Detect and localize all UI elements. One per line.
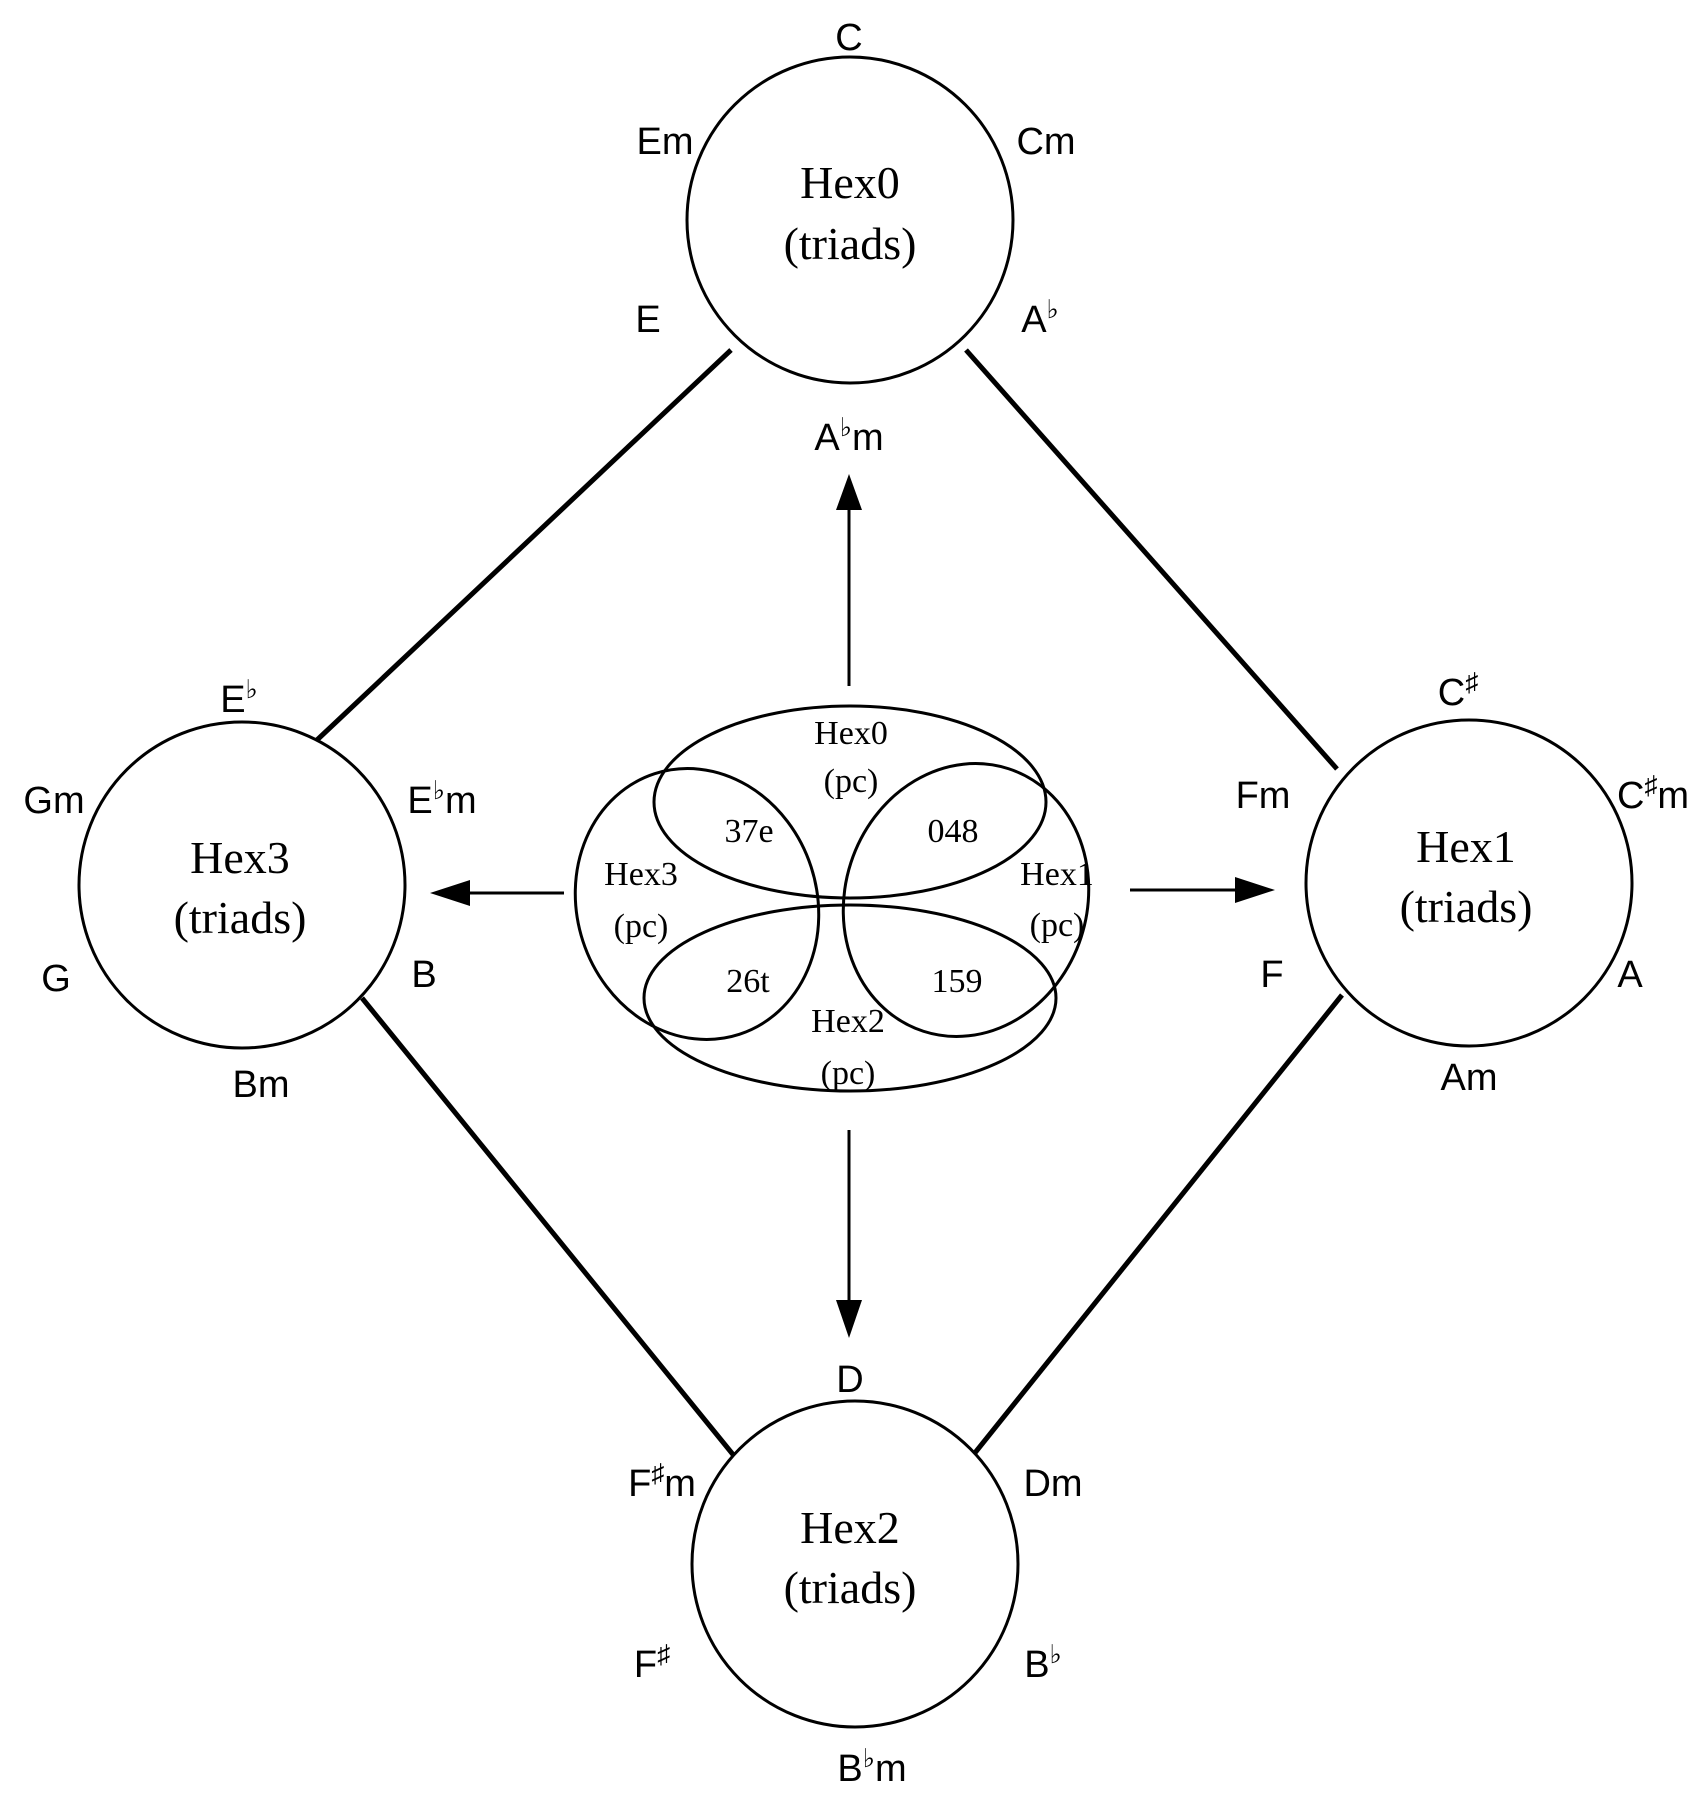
arrow-up (836, 474, 862, 686)
hex3-circle (77, 720, 407, 1050)
hex0-chord-lower-left: E (635, 299, 660, 341)
hex0-pc-ellipse (652, 704, 1048, 900)
hex3-chord-upper-right: E♭m (407, 775, 476, 822)
hex1-triads-node: Hex1 (triads) (1304, 718, 1634, 1048)
hex1-chord-upper-left: Fm (1236, 775, 1291, 817)
hex0-pc-sub: (pc) (824, 763, 879, 800)
hex1-chord-upper-right: C♯m (1617, 770, 1689, 817)
hex3-title: Hex3 (190, 832, 290, 883)
intersection-lower-left: 26t (726, 963, 770, 1000)
hex2-chord-top: D (836, 1359, 863, 1401)
hex0-circle (685, 55, 1015, 385)
hex3-chord-top: E♭ (220, 674, 258, 721)
hex3-subtitle: (triads) (174, 892, 307, 943)
hex0-title: Hex0 (800, 157, 900, 208)
edge-hex1-hex2 (968, 993, 1344, 1461)
hex1-subtitle: (triads) (1400, 881, 1533, 932)
hex0-triads-node: Hex0 (triads) (685, 55, 1015, 385)
hex2-chord-bottom: B♭m (837, 1743, 906, 1790)
intersection-upper-right: 048 (928, 813, 979, 850)
hex2-chord-lower-right: B♭ (1024, 1639, 1062, 1686)
hex0-pc-name: Hex0 (814, 715, 888, 752)
hex0-chord-lower-right: A♭ (1021, 294, 1059, 341)
edge-hex3-hex2 (360, 996, 737, 1459)
hex2-chord-upper-left: F♯m (628, 1458, 696, 1505)
hex1-pc-ellipse (841, 762, 1091, 1038)
intersection-lower-right: 159 (932, 963, 983, 1000)
edge-hex0-hex3 (315, 348, 733, 742)
arrow-right (1130, 877, 1275, 903)
hex1-chord-top: C♯ (1438, 667, 1478, 714)
hex0-chord-upper-left: Em (637, 121, 694, 163)
hex2-pc-ellipse (642, 903, 1058, 1093)
hex2-pc-name: Hex2 (811, 1003, 885, 1040)
hex2-chord-lower-left: F♯ (634, 1639, 670, 1686)
hex2-chord-upper-right: Dm (1023, 1463, 1082, 1505)
hex3-chord-bottom: Bm (233, 1064, 290, 1106)
hex1-chord-lower-right: A (1617, 954, 1643, 996)
hex1-pc-sub: (pc) (1030, 907, 1085, 944)
hex1-chord-bottom: Am (1441, 1057, 1498, 1099)
hex1-pc-name: Hex1 (1020, 856, 1094, 893)
hex2-pc-sub: (pc) (821, 1055, 876, 1092)
hex3-triads-node: Hex3 (triads) (77, 720, 407, 1050)
hex1-title: Hex1 (1416, 821, 1516, 872)
pc-ellipses (573, 704, 1091, 1093)
hex3-pc-sub: (pc) (614, 908, 669, 945)
hex3-chord-lower-left: G (41, 958, 71, 1000)
hex1-circle (1304, 718, 1634, 1048)
intersection-upper-left: 37e (724, 813, 773, 850)
hex3-pc-name: Hex3 (604, 856, 678, 893)
hex0-chord-bottom: A♭m (814, 412, 883, 459)
hex2-triads-node: Hex2 (triads) (690, 1399, 1020, 1729)
hex2-title: Hex2 (800, 1502, 900, 1553)
hex2-circle (690, 1399, 1020, 1729)
hex3-chord-upper-left: Gm (23, 780, 84, 822)
edge-hex0-hex1 (964, 348, 1339, 771)
hex1-chord-lower-left: F (1260, 954, 1283, 996)
arrow-left (430, 880, 564, 906)
arrow-down (836, 1130, 862, 1338)
hex0-chord-top: C (835, 17, 862, 59)
hex3-pc-ellipse (573, 767, 821, 1041)
hex3-chord-lower-right: B (411, 954, 436, 996)
hex2-subtitle: (triads) (784, 1562, 917, 1613)
hex0-chord-upper-right: Cm (1016, 121, 1075, 163)
hex0-subtitle: (triads) (784, 218, 917, 269)
